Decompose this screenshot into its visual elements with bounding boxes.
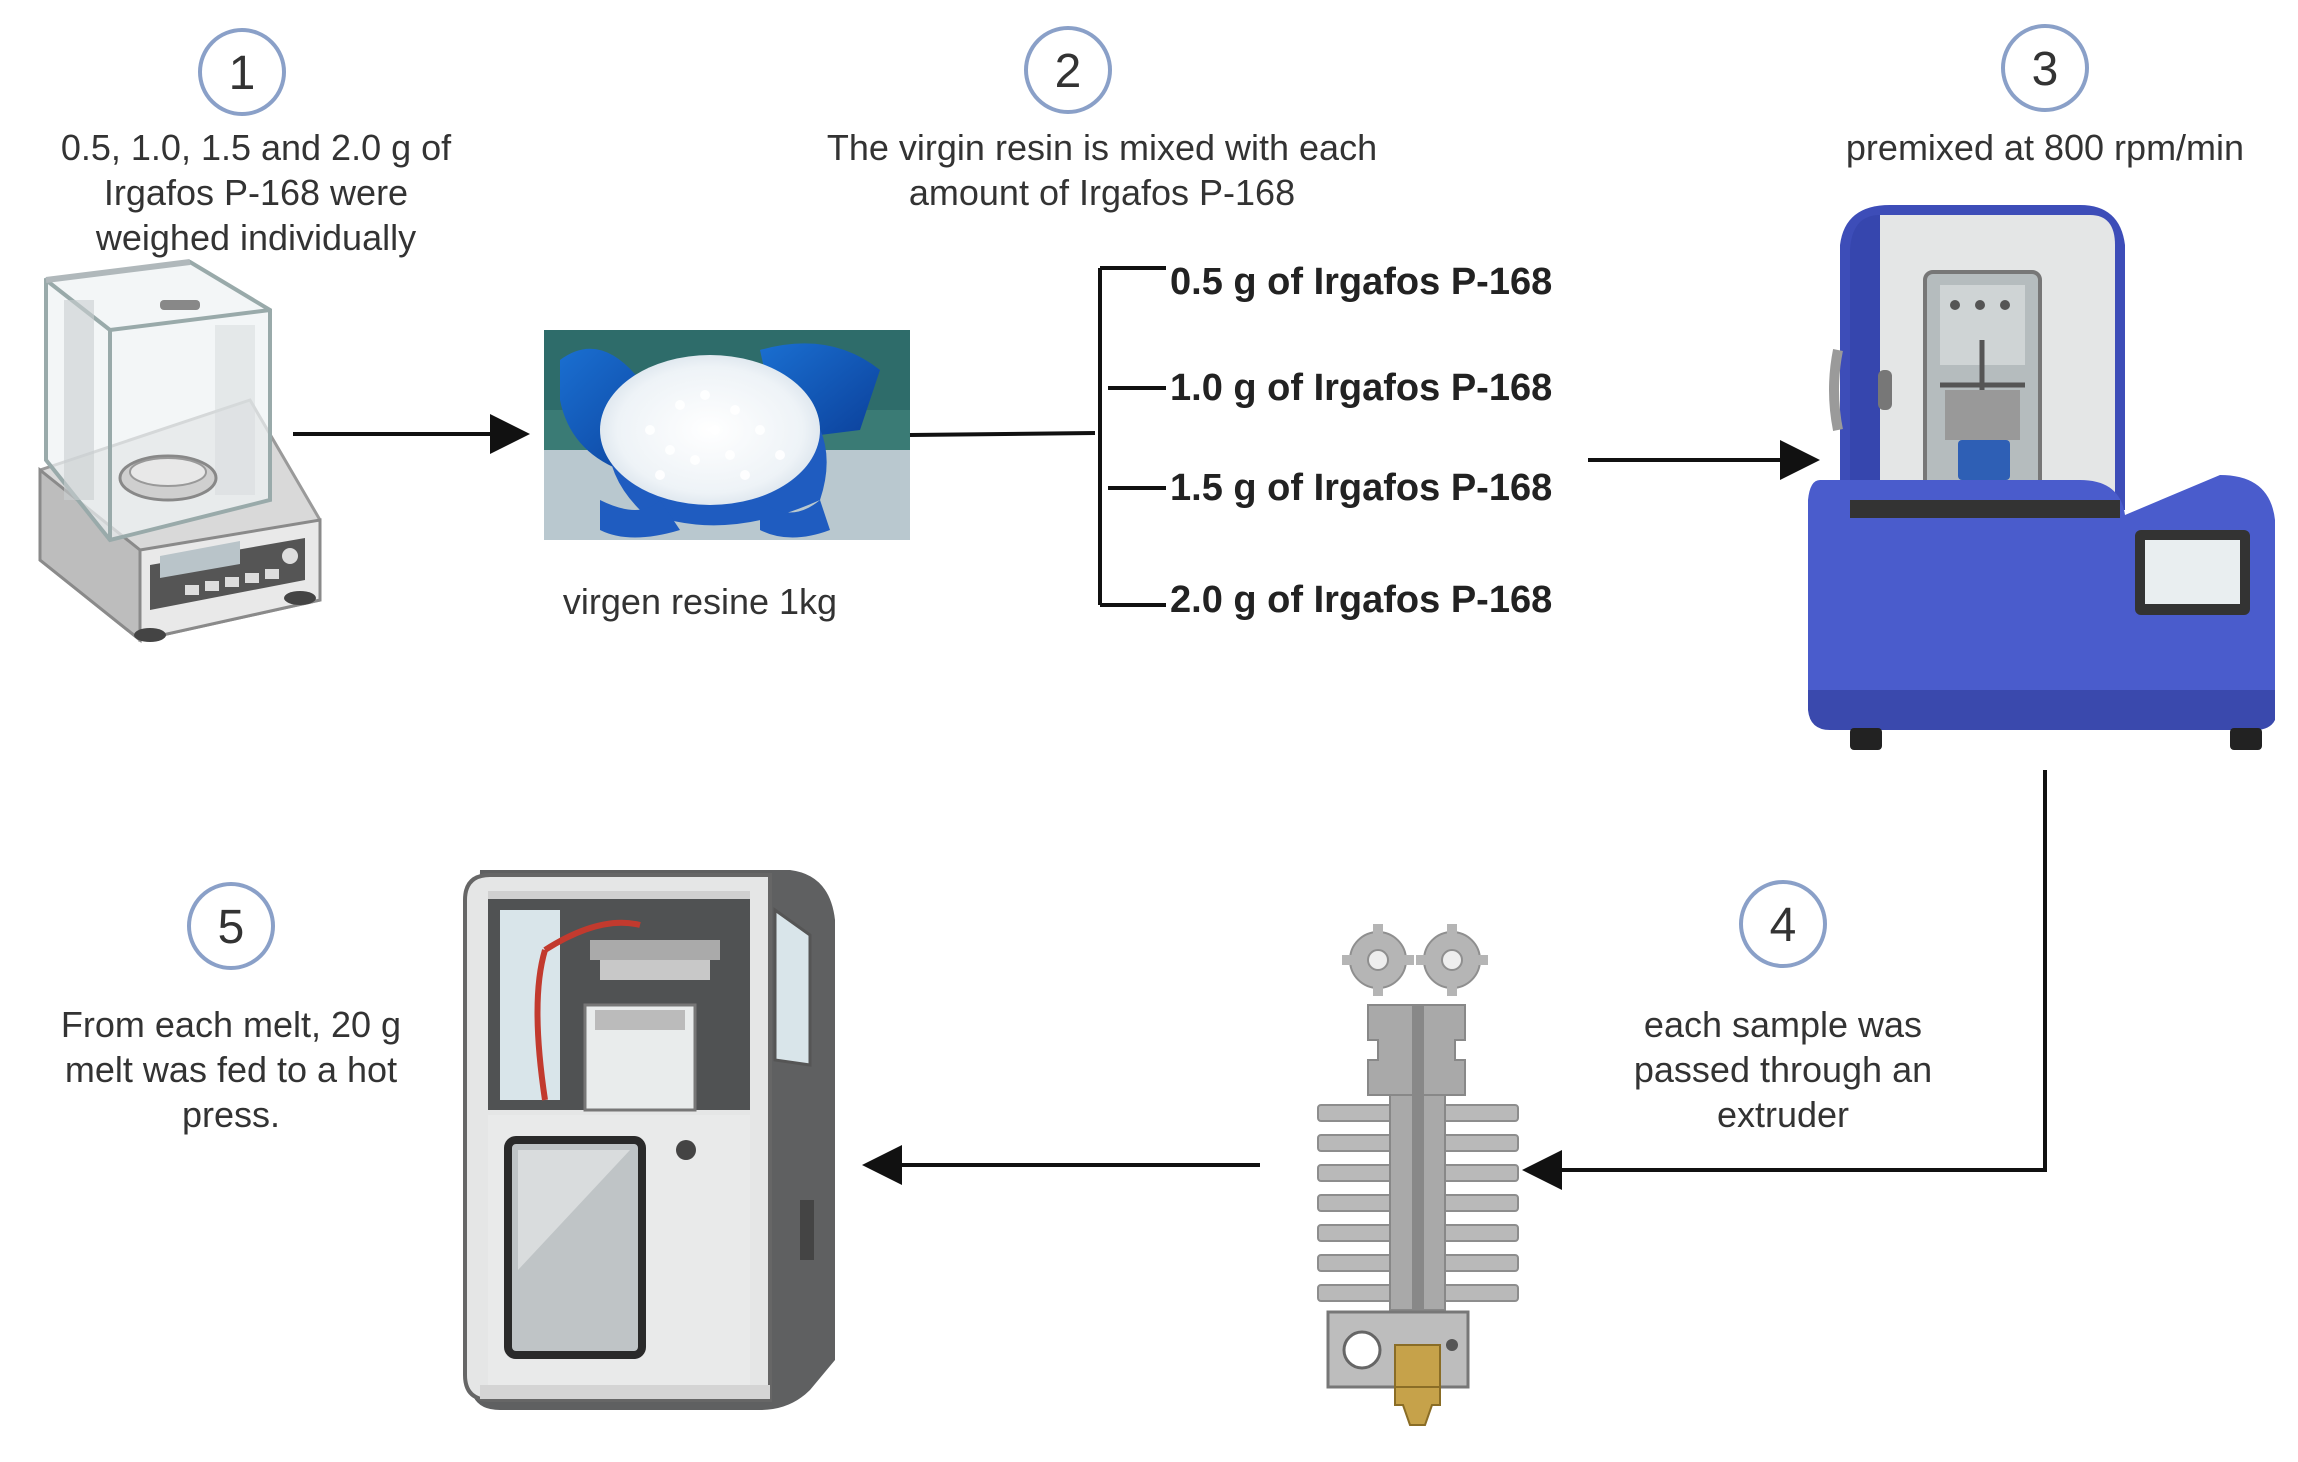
step-1-caption-line: Irgafos P-168 were: [104, 172, 408, 213]
step-3-caption: premixed at 800 rpm/min: [1846, 127, 2244, 168]
step-2-number: 2: [1055, 45, 1082, 98]
step-3-number-badge: 3: [2001, 24, 2089, 112]
step-2-caption-line: amount of Irgafos P-168: [909, 172, 1295, 213]
amount-options: 0.5 g of Irgafos P-168 1.0 g of Irgafos …: [1170, 261, 1552, 621]
gear-icon: [1342, 924, 1488, 996]
extruder-nozzle-icon: [1317, 924, 1519, 1426]
step-4-caption-line: extruder: [1717, 1094, 1849, 1135]
arrow-mixer-to-extruder: [1522, 770, 2047, 1190]
analytical-balance-icon: [38, 259, 322, 644]
step-1-number: 1: [229, 47, 256, 100]
step-5-caption: From each melt, 20 g melt was fed to a h…: [61, 1004, 401, 1135]
step-1-caption-line: 0.5, 1.0, 1.5 and 2.0 g of: [61, 127, 452, 168]
step-5-caption-line: melt was fed to a hot: [65, 1049, 397, 1090]
step-4-number-badge: 4: [1739, 880, 1827, 968]
step-4-caption-line: each sample was: [1644, 1004, 1922, 1045]
step-3-number: 3: [2032, 43, 2059, 96]
amount-bracket: [909, 266, 1166, 607]
step-3-caption-line: premixed at 800 rpm/min: [1846, 127, 2244, 168]
amount-option: 2.0 g of Irgafos P-168: [1170, 579, 1552, 621]
step-4-caption: each sample was passed through an extrud…: [1634, 1004, 1932, 1135]
amount-option: 1.0 g of Irgafos P-168: [1170, 367, 1552, 409]
step-5-caption-line: press.: [182, 1094, 280, 1135]
step-4-caption-line: passed through an: [1634, 1049, 1932, 1090]
amount-option: 0.5 g of Irgafos P-168: [1170, 261, 1552, 303]
step-2-caption-line: The virgin resin is mixed with each: [827, 127, 1377, 168]
resin-label: virgen resine 1kg: [563, 581, 837, 622]
step-2-number-badge: 2: [1024, 26, 1112, 114]
step-1-number-badge: 1: [198, 28, 286, 116]
hot-press-machine-icon: [463, 870, 835, 1410]
step-1-caption-line: weighed individually: [95, 217, 416, 258]
resin-pellets-photo: [544, 330, 910, 540]
flow-arrows: [293, 414, 2047, 1190]
step-5-number: 5: [218, 901, 245, 954]
step-5-caption-line: From each melt, 20 g: [61, 1004, 401, 1045]
step-2-caption: The virgin resin is mixed with each amou…: [827, 127, 1377, 213]
step-1-caption: 0.5, 1.0, 1.5 and 2.0 g of Irgafos P-168…: [61, 127, 452, 258]
amount-option: 1.5 g of Irgafos P-168: [1170, 467, 1552, 509]
step-5-number-badge: 5: [187, 882, 275, 970]
step-4-number: 4: [1770, 899, 1797, 952]
mixer-machine-icon: [1808, 205, 2275, 750]
